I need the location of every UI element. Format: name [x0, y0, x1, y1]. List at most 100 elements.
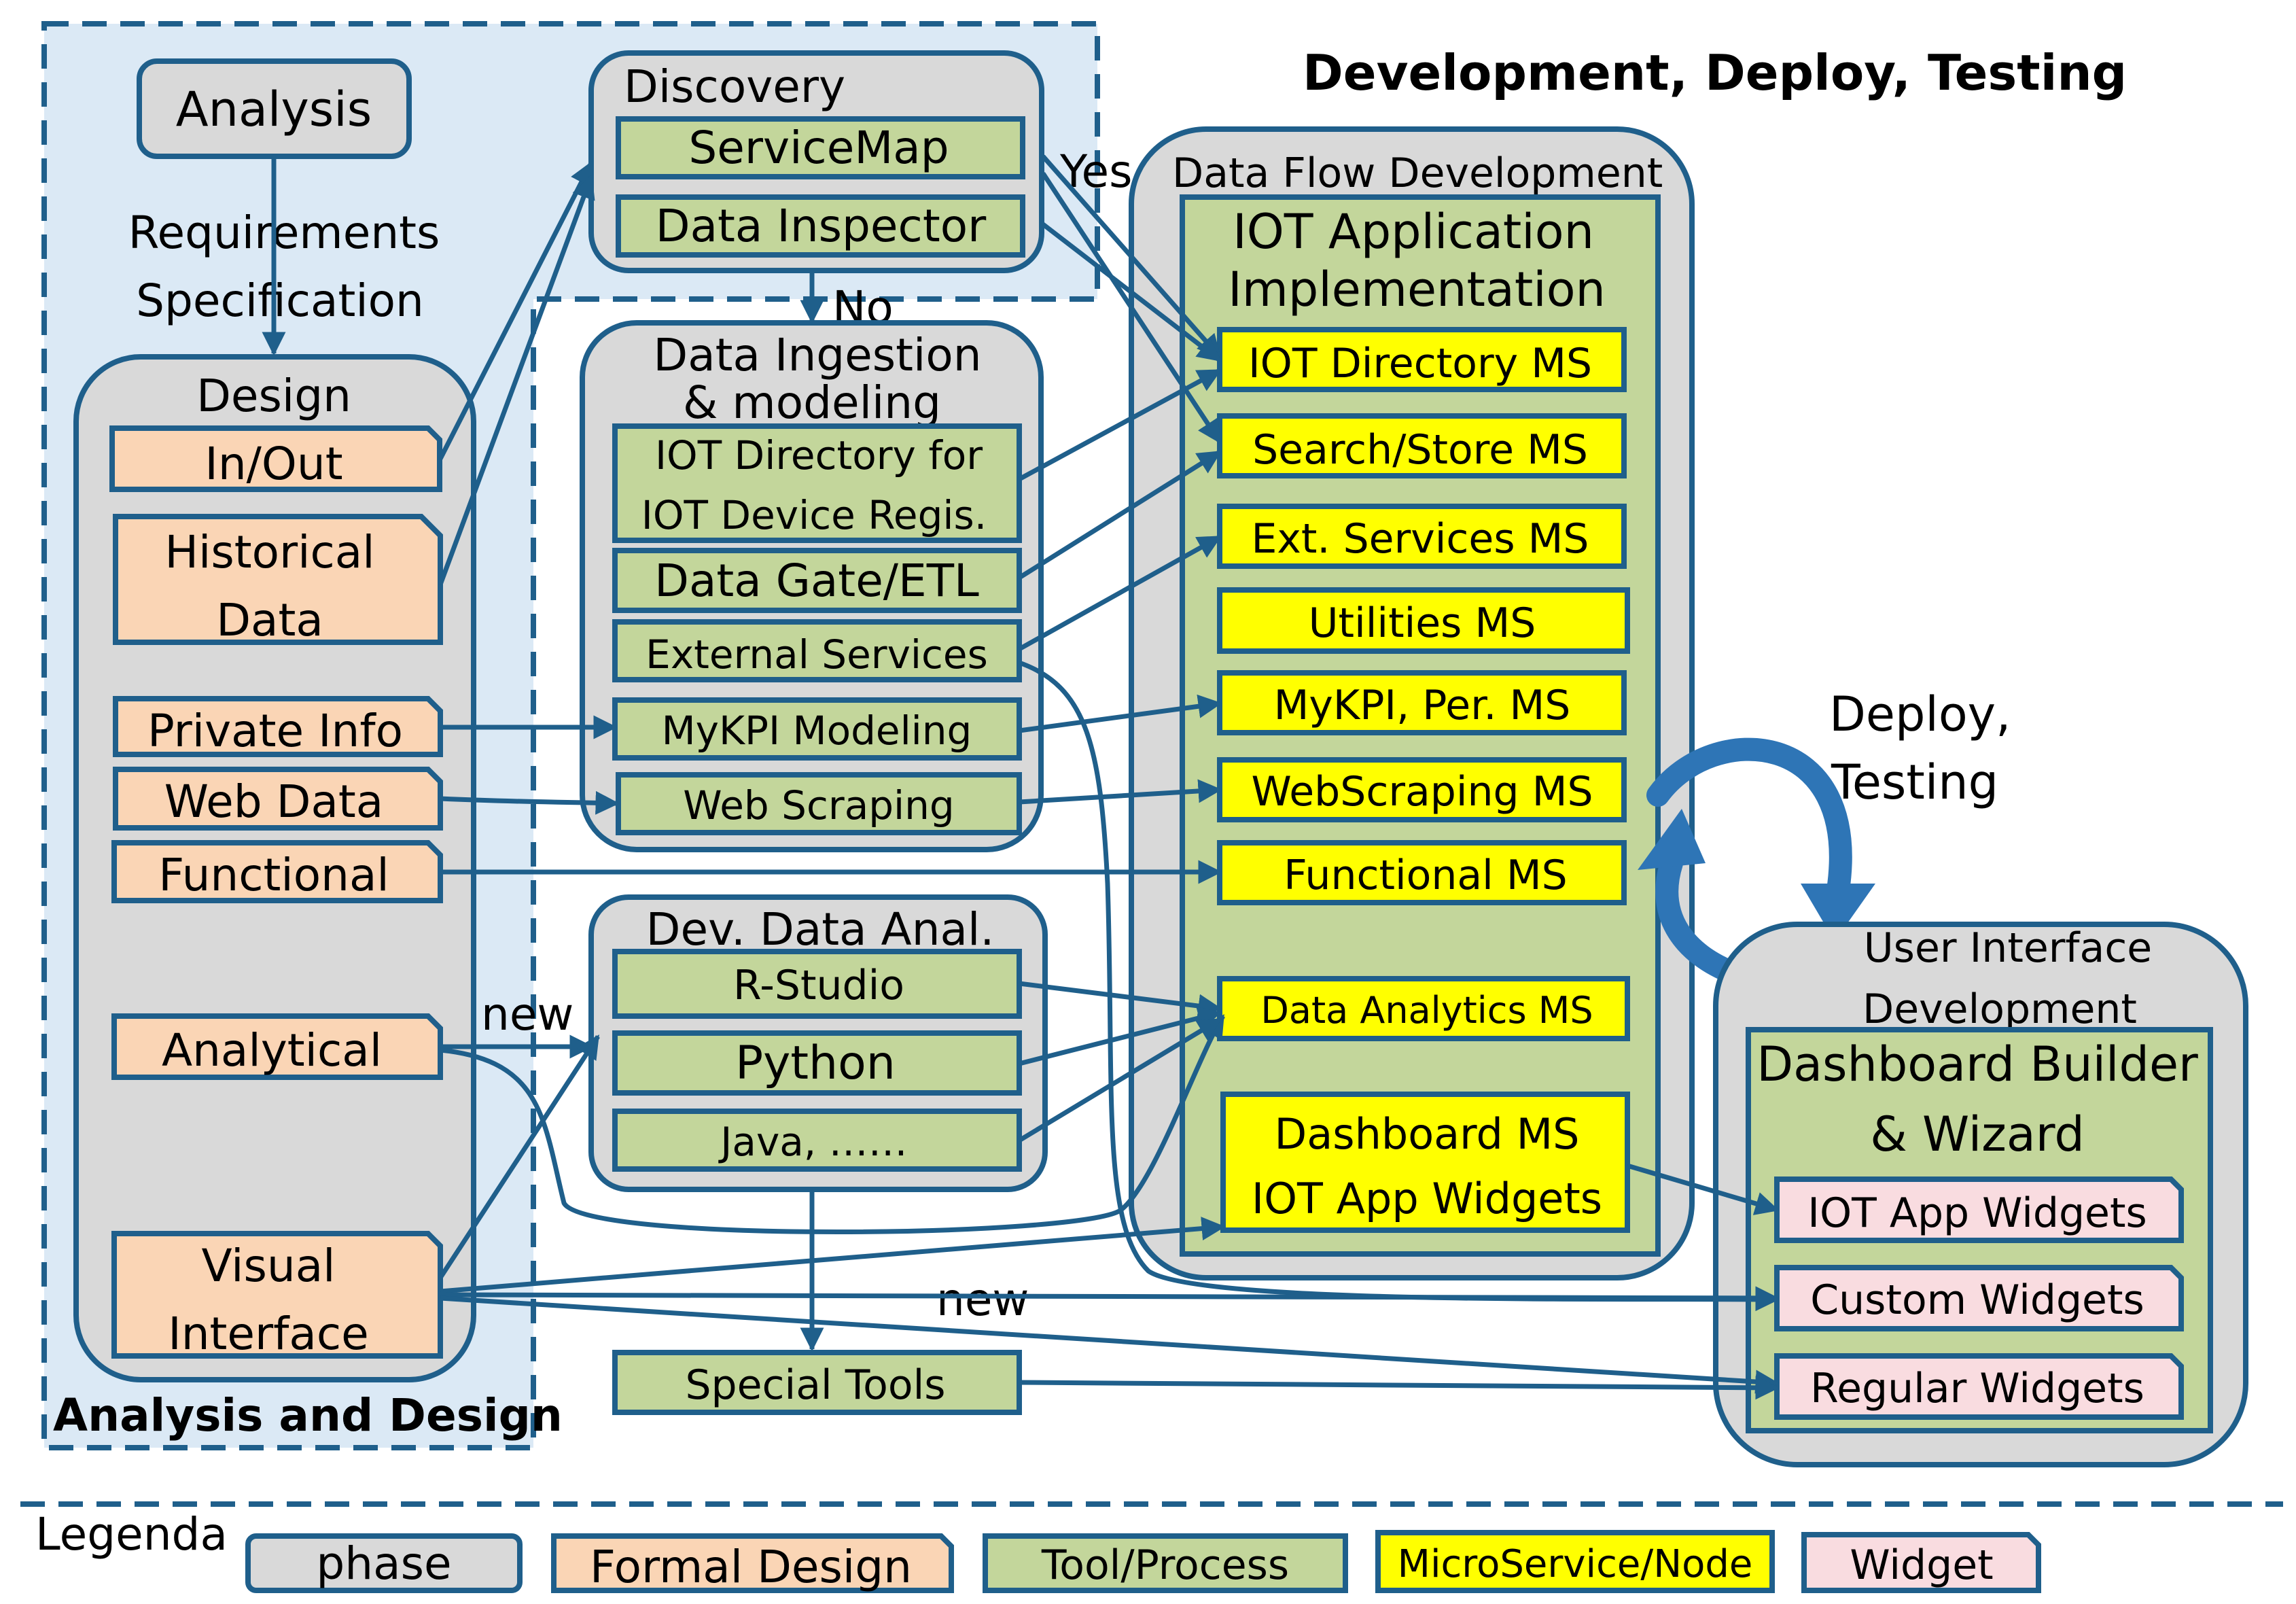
- iot-app-widgets-label: IOT App Widgets: [1807, 1189, 2147, 1237]
- dashboard-ms-line1: Dashboard MS: [1275, 1109, 1580, 1159]
- web-data-box: [113, 767, 443, 831]
- python-box: [612, 1030, 1022, 1096]
- data-analytics-ms-label: Data Analytics MS: [1260, 989, 1593, 1032]
- functional-ms-label: Functional MS: [1284, 852, 1568, 899]
- edge-servicemap-search: [1041, 172, 1222, 444]
- custom-widgets-box: [1774, 1265, 2184, 1331]
- iot-directory-tool-line2: IOT Device Regis.: [641, 492, 987, 538]
- iot-directory-ms-label: IOT Directory MS: [1248, 340, 1592, 387]
- legend-formal-box: [551, 1533, 954, 1593]
- edge-historical-discovery: [438, 174, 595, 586]
- utilities-ms-label: Utilities MS: [1309, 599, 1536, 647]
- edge-mykpi-mykpims: [1019, 694, 1222, 733]
- edge-analytical-dataanalytics: [440, 1014, 1225, 1234]
- python-label: Python: [735, 1036, 896, 1090]
- iot-app-widgets-box: [1774, 1176, 2184, 1243]
- design-phase-label: Design: [196, 370, 351, 422]
- edge-specialtools-regularwidgets: [1019, 1376, 1780, 1400]
- edge-webdata-webscraping: [440, 790, 620, 815]
- edge-extservices-customwidgets: [1018, 660, 1780, 1312]
- regular-widgets-box: [1774, 1353, 2184, 1420]
- edge-visual-devanal: [438, 1034, 600, 1279]
- webscraping-ms-box: [1217, 757, 1627, 822]
- regular-widgets-label: Regular Widgets: [1810, 1365, 2144, 1412]
- diagram-title: Development, Deploy, Testing: [1303, 44, 2127, 101]
- dashboard-ms-box: [1220, 1092, 1630, 1233]
- deploy-cycle-arrow-top: [1646, 737, 1852, 902]
- dashboard-ms-line2: IOT App Widgets: [1252, 1174, 1602, 1223]
- legend-formal-label: Formal Design: [590, 1541, 912, 1593]
- iot-directory-ms-box: [1217, 327, 1627, 392]
- visual-label-line1: Visual: [201, 1240, 335, 1292]
- external-services-label: External Services: [646, 631, 988, 678]
- service-map-box: [616, 116, 1025, 179]
- legend-widget-label: Widget: [1850, 1541, 1993, 1589]
- requirements-label-line2: Specification: [136, 275, 424, 327]
- ext-services-ms-box: [1217, 504, 1627, 569]
- data-analytics-ms-box: [1217, 976, 1630, 1041]
- web-data-label: Web Data: [164, 775, 383, 828]
- functional-ms-box: [1217, 840, 1627, 905]
- data-inspector-label: Data Inspector: [656, 200, 987, 252]
- analysis-phase-label: Analysis: [176, 82, 372, 137]
- edge-dashboardms-iotappwidgets: [1627, 1163, 1780, 1215]
- java-label: Java, ……: [718, 1119, 907, 1165]
- historical-label-line1: Historical: [164, 526, 374, 578]
- edge-java-dataanalytics: [1018, 1017, 1222, 1143]
- edge-visual-regularwidgets: [440, 1295, 1780, 1394]
- external-services-box: [612, 619, 1022, 682]
- deploy-testing-line1: Deploy,: [1829, 686, 2011, 742]
- analytical-box: [111, 1013, 443, 1080]
- legend-phase-box: [245, 1533, 523, 1593]
- ui-dev-line2: Development: [1862, 986, 2137, 1033]
- deploy-testing-line2: Testing: [1831, 754, 1998, 810]
- edge-extservices-extms: [1018, 534, 1222, 652]
- deploy-cycle-arrowhead-bottom: [1638, 809, 1706, 870]
- data-inspector-box: [616, 194, 1025, 258]
- edge-webscraping-webscrapingms: [1019, 779, 1222, 805]
- legend-phase-label: phase: [316, 1537, 451, 1590]
- data-gate-label: Data Gate/ETL: [654, 555, 979, 607]
- ingestion-label-line1: Data Ingestion: [653, 329, 981, 381]
- custom-widgets-label: Custom Widgets: [1810, 1276, 2144, 1324]
- iot-directory-tool-box: [612, 423, 1022, 543]
- data-gate-box: [612, 548, 1022, 613]
- functional-label: Functional: [158, 849, 389, 901]
- search-store-ms-label: Search/Store MS: [1252, 426, 1588, 474]
- special-tools-box: [612, 1350, 1022, 1415]
- edge-inout-discovery: [438, 160, 594, 460]
- deploy-cycle-arrowhead-top: [1801, 884, 1875, 941]
- legend-title: Legenda: [35, 1508, 228, 1561]
- private-info-box: [113, 696, 443, 757]
- iot-app-impl-line1: IOT Application: [1233, 204, 1594, 260]
- new-label-analytical: new: [481, 988, 573, 1041]
- legend-tool-label: Tool/Process: [1041, 1541, 1289, 1589]
- dashboard-builder-line1: Dashboard Builder: [1756, 1036, 2198, 1092]
- edge-python-dataanalytics: [1019, 1006, 1222, 1066]
- requirements-label-line1: Requirements: [128, 207, 440, 259]
- edge-servicemap-iotdir: [1041, 154, 1222, 359]
- legend-ms-label: MicroService/Node: [1398, 1542, 1753, 1586]
- analysis-design-label: Analysis and Design: [53, 1389, 563, 1442]
- web-scraping-label: Web Scraping: [683, 782, 955, 829]
- legend-widget-box: [1801, 1532, 2041, 1593]
- visual-interface-box: [111, 1231, 443, 1359]
- discovery-phase-label: Discovery: [624, 60, 845, 113]
- historical-label-line2: Data: [216, 594, 323, 646]
- in-out-box: [109, 425, 442, 492]
- mykpi-ms-label: MyKPI, Per. MS: [1274, 682, 1571, 729]
- utilities-ms-box: [1217, 587, 1630, 654]
- analytical-label: Analytical: [162, 1024, 382, 1077]
- new-label-visual: new: [936, 1274, 1029, 1326]
- webscraping-ms-label: WebScraping MS: [1251, 768, 1593, 816]
- functional-box: [111, 840, 443, 903]
- mykpi-modeling-label: MyKPI Modeling: [662, 708, 972, 754]
- data-flow-dev-label: Data Flow Development: [1172, 150, 1663, 197]
- connectors: [262, 154, 1780, 1400]
- historical-data-box: [113, 514, 443, 645]
- iot-app-impl-line2: Implementation: [1228, 262, 1606, 317]
- edge-datagate-search: [1018, 450, 1222, 580]
- legend-ms-box: [1375, 1530, 1775, 1593]
- web-scraping-box: [616, 772, 1022, 835]
